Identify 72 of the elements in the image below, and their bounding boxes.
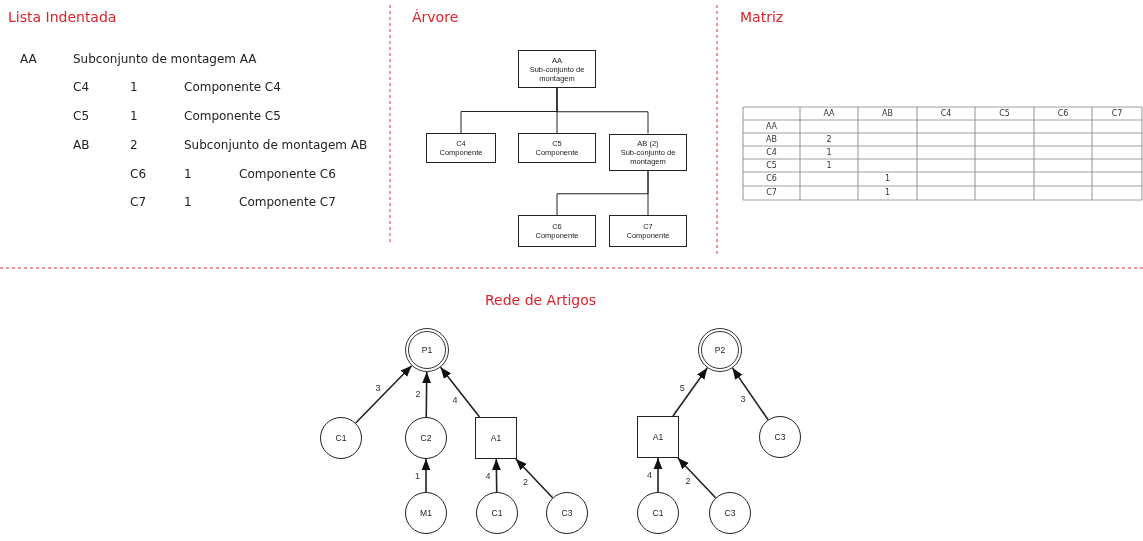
arrow: [421, 458, 431, 493]
section-title: Árvore: [412, 8, 459, 26]
arrow: [491, 458, 501, 493]
matrix-header: C6: [1056, 107, 1070, 120]
assembly-square: A1: [475, 417, 517, 459]
matrix-value: 2: [825, 133, 833, 146]
arrow: [677, 457, 717, 499]
item-circle: C1: [637, 492, 679, 534]
arrow: [653, 457, 663, 493]
item-circle: C1: [476, 492, 518, 534]
list-item-text: C4: [73, 80, 89, 95]
list-item-text: 1: [130, 80, 138, 95]
matrix-header: C7: [1110, 107, 1124, 120]
matrix-header: C5: [998, 107, 1011, 120]
list-item-text: Componente C4: [184, 80, 281, 95]
matrix-header: C5: [765, 159, 778, 172]
item-circle: C3: [759, 416, 801, 458]
section-title: Matriz: [740, 8, 784, 26]
edge-label: 3: [374, 382, 382, 393]
matrix-header: AA: [822, 107, 836, 120]
matrix-value: 1: [883, 186, 892, 199]
arrow: [422, 371, 432, 418]
list-item-text: C6: [130, 167, 146, 182]
matrix-header: C4: [765, 146, 778, 159]
list-item-text: 1: [184, 167, 192, 182]
list-item-text: C7: [130, 195, 146, 210]
edge-label: 5: [678, 383, 686, 394]
edge-label: 3: [739, 393, 747, 404]
item-circle: C2: [405, 417, 447, 459]
matrix-header: C6: [765, 172, 778, 185]
edge-label: 2: [684, 476, 692, 487]
list-item-text: 1: [184, 195, 192, 210]
assembly-square: A1: [637, 416, 679, 458]
item-circle: C3: [546, 492, 588, 534]
list-item-text: Componente C5: [184, 109, 281, 124]
list-item-text: AB: [73, 138, 90, 153]
section-title: Rede de Artigos: [485, 291, 597, 309]
edge-label: 1: [414, 470, 421, 481]
edge-label: 4: [484, 470, 492, 481]
arrow: [354, 364, 413, 424]
matrix-value: 1: [883, 172, 892, 185]
arrow: [515, 458, 554, 499]
item-circle: C1: [320, 417, 362, 459]
matrix-header: C4: [939, 107, 953, 120]
edge-label: 2: [414, 388, 422, 399]
list-item-text: 1: [130, 109, 138, 124]
list-item-text: AA: [20, 52, 37, 67]
product-double-circle: P2: [698, 328, 742, 372]
edge-label: 2: [521, 476, 529, 487]
list-item-text: C5: [73, 109, 89, 124]
matrix-value: 1: [825, 146, 833, 159]
section-title: Lista Indentada: [8, 8, 117, 26]
product-double-circle: P1: [405, 328, 449, 372]
list-item-text: Subconjunto de montagem AB: [184, 138, 368, 153]
item-circle: M1: [405, 492, 447, 534]
arrow: [731, 367, 769, 421]
matrix-header: C7: [765, 186, 778, 199]
edge-label: 4: [451, 394, 459, 405]
arrow: [672, 367, 709, 417]
list-item-text: 2: [130, 138, 138, 153]
edge-label: 4: [646, 470, 653, 480]
arrow: [439, 366, 481, 418]
matrix-header: AB: [765, 133, 778, 146]
connector-line: [556, 87, 649, 134]
connector-line: [647, 170, 649, 216]
item-circle: C3: [709, 492, 751, 534]
list-item-text: Componente C7: [239, 195, 336, 210]
matrix-header: AB: [881, 107, 894, 120]
list-item-text: Componente C6: [239, 167, 336, 182]
list-item-text: Subconjunto de montagem AA: [73, 52, 257, 67]
matrix-value: 1: [825, 159, 833, 172]
matrix-header: AA: [764, 120, 779, 133]
